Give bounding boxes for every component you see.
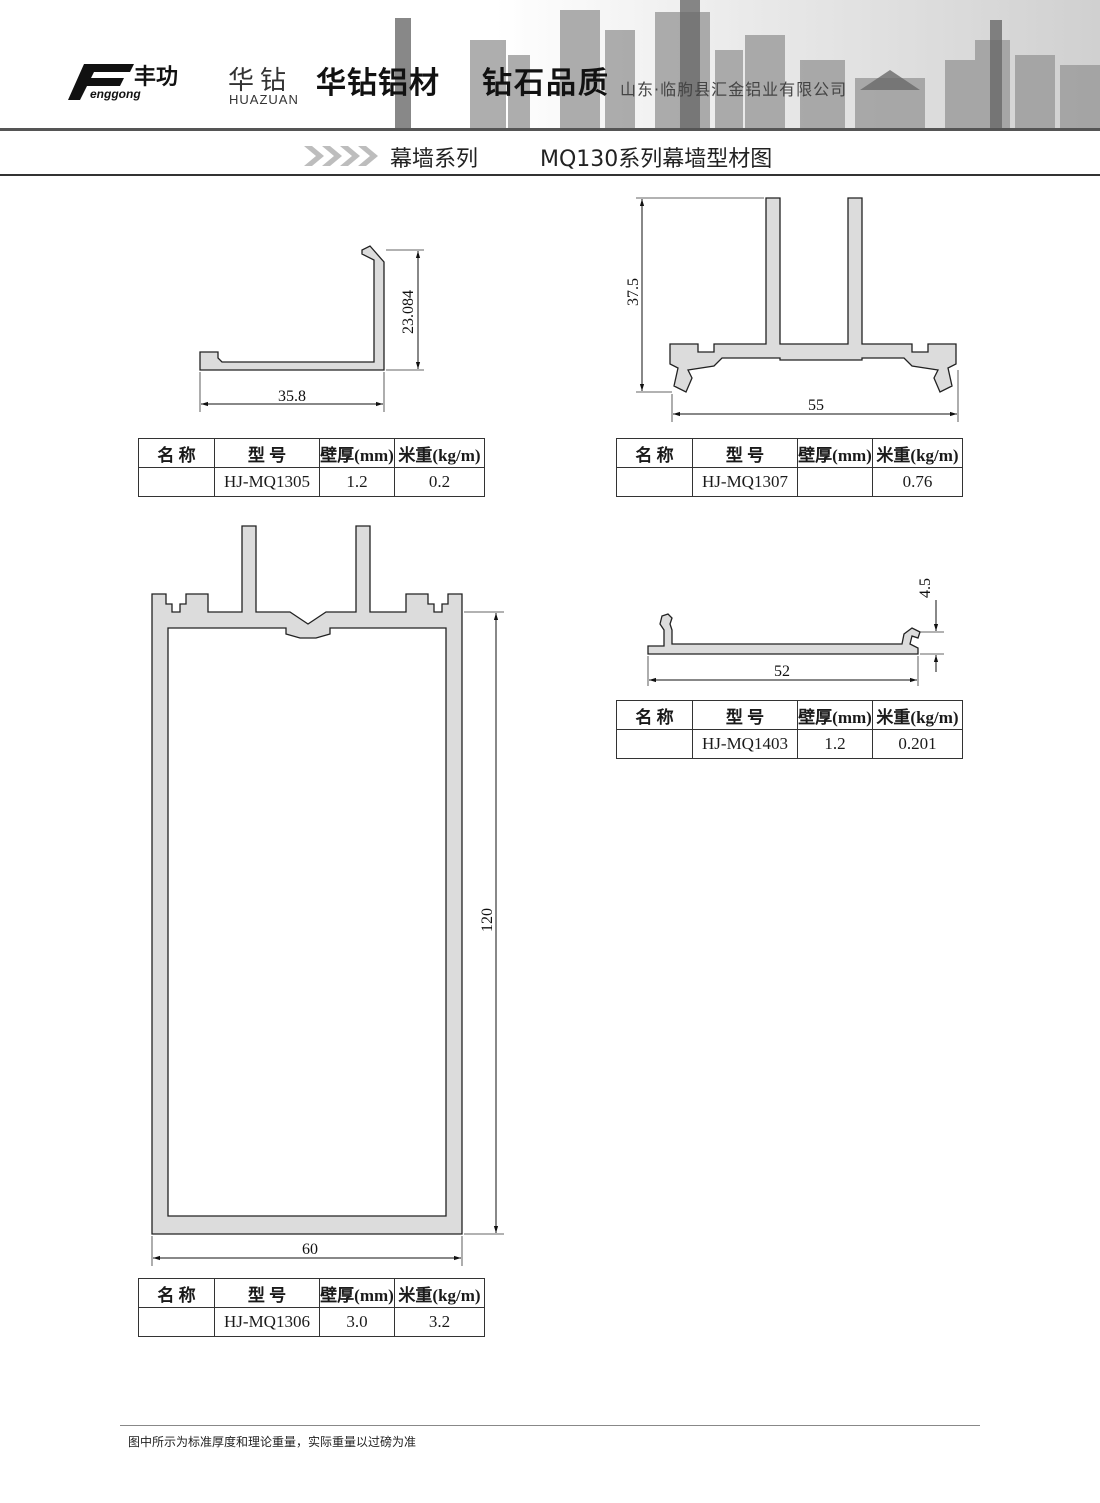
dim-height: 37.5: [625, 278, 642, 306]
brand-english: HUAZUAN: [229, 92, 299, 107]
cell-weight: 0.76: [872, 467, 963, 497]
cell-name: [138, 1307, 215, 1337]
title-rule: [0, 174, 1100, 176]
cell-thickness: 1.2: [797, 729, 873, 759]
svg-text:enggong: enggong: [90, 87, 141, 101]
cell-weight: 3.2: [394, 1307, 485, 1337]
chevrons-icon: [304, 146, 378, 166]
cell-name: [616, 729, 693, 759]
header-weight: 米重(kg/m): [394, 438, 485, 468]
brand-name: 华钻铝材: [316, 66, 440, 101]
header-weight: 米重(kg/m): [872, 700, 963, 730]
company-name: 山东·临朐县汇金铝业有限公司: [620, 80, 848, 99]
cell-thickness: 1.2: [319, 467, 395, 497]
series-label: 幕墙系列: [390, 147, 479, 172]
page-title: MQ130系列幕墙型材图: [540, 147, 773, 172]
cell-name: [138, 467, 215, 497]
header-model: 型 号: [214, 1278, 320, 1308]
cell-name: [616, 467, 693, 497]
dim-height: 23.084: [400, 290, 417, 334]
header-thickness: 壁厚(mm): [319, 438, 395, 468]
profile-hj-mq1307: 37.5 55: [625, 197, 959, 422]
dim-height: 4.5: [917, 578, 934, 598]
header-weight: 米重(kg/m): [872, 438, 963, 468]
header-name: 名 称: [138, 438, 215, 468]
dim-width: 52: [774, 663, 790, 680]
city-skyline-banner: [0, 0, 1100, 128]
profile-hj-mq1306: 120 60: [151, 525, 504, 1266]
page-header: 丰功 enggong 华钻 HUAZUAN 华钻铝材 钻石品质 山东·临朐县汇金…: [0, 0, 1100, 132]
header-name: 名 称: [138, 1278, 215, 1308]
cell-model: HJ-MQ1307: [692, 467, 798, 497]
cell-model: HJ-MQ1306: [214, 1307, 320, 1337]
cell-model: HJ-MQ1305: [214, 467, 320, 497]
profile-hj-mq1305: 35.8 23.084: [199, 245, 424, 412]
spec-table-hj-mq1306: 名 称 型 号 壁厚(mm) 米重(kg/m) HJ-MQ1306 3.0 3.…: [138, 1278, 485, 1337]
header-rule: [0, 128, 1100, 131]
dim-width: 60: [302, 1241, 318, 1258]
header-model: 型 号: [214, 438, 320, 468]
header-name: 名 称: [616, 700, 693, 730]
dim-width: 55: [808, 397, 824, 414]
dim-height: 120: [479, 908, 496, 932]
header-thickness: 壁厚(mm): [319, 1278, 395, 1308]
svg-text:丰功: 丰功: [134, 65, 178, 90]
cell-thickness: [797, 467, 873, 497]
spec-table-hj-mq1307: 名 称 型 号 壁厚(mm) 米重(kg/m) HJ-MQ1307 0.76: [616, 438, 963, 497]
spec-table-hj-mq1305: 名 称 型 号 壁厚(mm) 米重(kg/m) HJ-MQ1305 1.2 0.…: [138, 438, 485, 497]
brand-chinese: 华钻: [228, 66, 293, 96]
header-thickness: 壁厚(mm): [797, 700, 873, 730]
profile-hj-mq1403: 4.5 52: [647, 578, 944, 686]
header-model: 型 号: [692, 700, 798, 730]
cell-weight: 0.2: [394, 467, 485, 497]
cell-weight: 0.201: [872, 729, 963, 759]
cell-model: HJ-MQ1403: [692, 729, 798, 759]
spec-table-hj-mq1403: 名 称 型 号 壁厚(mm) 米重(kg/m) HJ-MQ1403 1.2 0.…: [616, 700, 963, 759]
dim-width: 35.8: [278, 388, 306, 405]
header-name: 名 称: [616, 438, 693, 468]
cell-thickness: 3.0: [319, 1307, 395, 1337]
fenggong-logo: 丰功 enggong: [68, 64, 178, 101]
slogan: 钻石品质: [482, 66, 610, 101]
header-thickness: 壁厚(mm): [797, 438, 873, 468]
footer-note: 图中所示为标准厚度和理论重量，实际重量以过磅为准: [128, 1435, 417, 1449]
header-weight: 米重(kg/m): [394, 1278, 485, 1308]
header-model: 型 号: [692, 438, 798, 468]
footer-rule: [120, 1425, 980, 1426]
